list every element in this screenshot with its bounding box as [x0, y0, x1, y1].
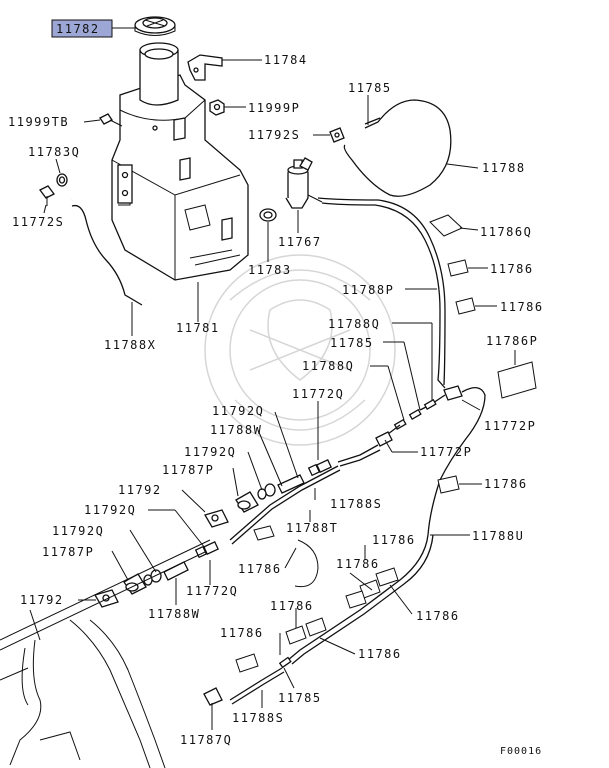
- label-11786-g[interactable]: 11786: [416, 609, 460, 623]
- pad-11786p[interactable]: [497, 361, 537, 399]
- highlight-box-11782: [51, 19, 113, 38]
- radiator-body-outline: [0, 539, 211, 768]
- label-11792-b[interactable]: 11792: [20, 593, 64, 607]
- label-11788t[interactable]: 11788T: [286, 521, 338, 535]
- hose-11788p[interactable]: [317, 197, 446, 389]
- reservoir-cap[interactable]: [134, 16, 176, 36]
- label-11786-h[interactable]: 11786: [270, 599, 314, 613]
- part-labels: 11782 11784 11999TB 11999P 11785 11792S …: [8, 19, 544, 757]
- pad-11786-e[interactable]: [345, 567, 399, 609]
- label-11999p[interactable]: 11999P: [248, 101, 300, 115]
- clip-11792-lower[interactable]: [94, 589, 119, 608]
- label-11786q[interactable]: 11786Q: [480, 225, 532, 239]
- clip-11792-upper[interactable]: [204, 509, 229, 528]
- label-11788q-a[interactable]: 11788Q: [328, 317, 380, 331]
- leader-lines: [43, 27, 516, 730]
- label-11786-j[interactable]: 11786: [358, 647, 402, 661]
- nozzle-11787p-upper[interactable]: [235, 491, 259, 513]
- connector-11772p-right[interactable]: [427, 385, 486, 536]
- label-11786-c[interactable]: 11786: [484, 477, 528, 491]
- label-11788p[interactable]: 11788P: [342, 283, 394, 297]
- nozzle-11787q[interactable]: [203, 687, 223, 712]
- grommet-11783q[interactable]: [56, 173, 68, 187]
- connector-11772p-middle[interactable]: [375, 431, 393, 453]
- label-11787p-a[interactable]: 11787P: [162, 463, 214, 477]
- bolt-11999tb[interactable]: [99, 113, 123, 127]
- washer-reservoir-tank[interactable]: [111, 42, 249, 281]
- label-11772q-a[interactable]: 11772Q: [292, 387, 344, 401]
- label-11785-top[interactable]: 11785: [348, 81, 392, 95]
- label-11788[interactable]: 11788: [482, 161, 526, 175]
- label-11786-d[interactable]: 11786: [372, 533, 416, 547]
- label-11788x[interactable]: 11788X: [104, 338, 156, 352]
- label-11792q-d[interactable]: 11792Q: [52, 524, 104, 538]
- label-11783q[interactable]: 11783Q: [28, 145, 80, 159]
- label-11782[interactable]: 11782: [56, 22, 100, 36]
- label-11781[interactable]: 11781: [176, 321, 220, 335]
- label-11999tb[interactable]: 11999TB: [8, 115, 69, 129]
- label-11792s[interactable]: 11792S: [248, 128, 300, 142]
- label-11786p[interactable]: 11786P: [486, 334, 538, 348]
- label-11786-e[interactable]: 11786: [238, 562, 282, 576]
- label-11788q-b[interactable]: 11788Q: [302, 359, 354, 373]
- hose-11788t[interactable]: [229, 465, 341, 545]
- label-11787p-b[interactable]: 11787P: [42, 545, 94, 559]
- label-11788s-b[interactable]: 11788S: [232, 711, 284, 725]
- nut-11999p[interactable]: [209, 99, 225, 116]
- label-11772q-b[interactable]: 11772Q: [186, 584, 238, 598]
- label-11772p-a[interactable]: 11772P: [484, 419, 536, 433]
- label-11792q-a[interactable]: 11792Q: [212, 404, 264, 418]
- label-11786-b[interactable]: 11786: [500, 300, 544, 314]
- clip-11792s[interactable]: [329, 127, 345, 143]
- label-11788w-a[interactable]: 11788W: [210, 423, 262, 437]
- hose-11788u[interactable]: [287, 534, 434, 665]
- diagram-code: F00016: [500, 746, 542, 757]
- watermark-emblem: [204, 254, 396, 446]
- label-11788s-a[interactable]: 11788S: [330, 497, 382, 511]
- connector-11772s[interactable]: [39, 185, 55, 206]
- pad-11786-d[interactable]: [253, 525, 275, 541]
- label-11788u[interactable]: 11788U: [472, 529, 524, 543]
- hose-11788q[interactable]: [383, 394, 446, 438]
- label-11786-f[interactable]: 11786: [336, 557, 380, 571]
- clip-11792q-upper[interactable]: [257, 483, 276, 500]
- pad-11786-b[interactable]: [455, 297, 476, 315]
- bracket-11784[interactable]: [187, 54, 223, 81]
- pad-11786-a[interactable]: [447, 259, 469, 277]
- label-11792-a[interactable]: 11792: [118, 483, 162, 497]
- pad-11786q[interactable]: [429, 214, 463, 237]
- label-11786-i[interactable]: 11786: [220, 626, 264, 640]
- connector-11772q-lower[interactable]: [194, 540, 219, 559]
- label-11767[interactable]: 11767: [278, 235, 322, 249]
- guide-curve: [294, 539, 319, 588]
- connector-11772q-upper[interactable]: [307, 458, 332, 477]
- pad-11786-g[interactable]: [235, 653, 259, 673]
- label-11784[interactable]: 11784: [264, 53, 308, 67]
- hose-11788w-lower[interactable]: [163, 561, 189, 581]
- label-11785-mid[interactable]: 11785: [330, 336, 374, 350]
- nozzle-11787p-lower[interactable]: [123, 573, 147, 595]
- hose-11788s-lower[interactable]: [229, 656, 292, 705]
- label-11792q-b[interactable]: 11792Q: [184, 445, 236, 459]
- clip-11792q-lower[interactable]: [143, 569, 162, 586]
- label-11788w-b[interactable]: 11788W: [148, 607, 200, 621]
- hose-11788w-upper[interactable]: [277, 474, 305, 494]
- label-11772s[interactable]: 11772S: [12, 215, 64, 229]
- pad-11786-c[interactable]: [437, 475, 460, 494]
- label-11792q-c[interactable]: 11792Q: [84, 503, 136, 517]
- label-11783[interactable]: 11783: [248, 263, 292, 277]
- label-11785-bot[interactable]: 11785: [278, 691, 322, 705]
- pad-11786-f[interactable]: [285, 617, 327, 645]
- label-11787q[interactable]: 11787Q: [180, 733, 232, 747]
- washer-pump-11767[interactable]: [285, 157, 323, 209]
- hose-11788x[interactable]: [71, 197, 146, 306]
- hose-11788[interactable]: [343, 99, 452, 197]
- grommet-11783[interactable]: [259, 208, 277, 222]
- hose-11788s-middle[interactable]: [337, 444, 381, 467]
- label-11786-a[interactable]: 11786: [490, 262, 534, 276]
- label-11772p-b[interactable]: 11772P: [420, 445, 472, 459]
